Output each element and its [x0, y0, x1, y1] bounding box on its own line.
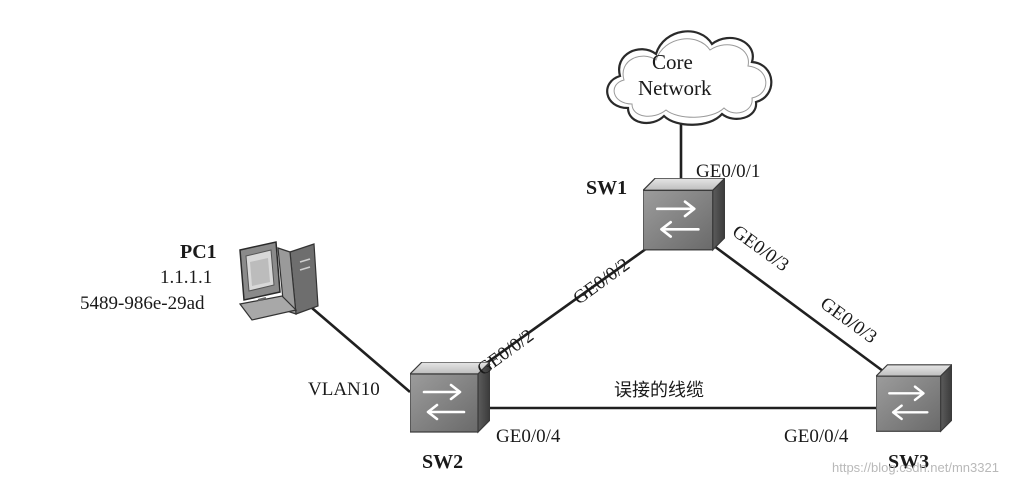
miscabled-link-label: 误接的线缆 [614, 380, 704, 401]
sw2-port-right-label: GE0/0/4 [496, 426, 561, 447]
sw2-vlan-label: VLAN10 [308, 379, 380, 400]
core-network-cloud-icon [606, 30, 773, 126]
pc1-name-label: PC1 [180, 241, 217, 263]
cloud-label-line1: Core [652, 50, 693, 74]
watermark-text: https://blog.csdn.net/mn3321 [832, 460, 999, 475]
sw1-switch-icon [643, 178, 725, 252]
pc1-computer-icon [238, 241, 319, 321]
sw2-name-label: SW2 [422, 451, 464, 473]
pc1-ip-label: 1.1.1.1 [160, 267, 213, 288]
link-sw1-sw2 [473, 244, 651, 374]
sw1-name-label: SW1 [586, 177, 628, 199]
sw3-switch-icon [876, 364, 952, 433]
link-pc1-sw2 [311, 307, 411, 393]
pc1-mac-label: 5489-986e-29ad [80, 293, 205, 314]
sw3-name-label: SW3 [888, 451, 930, 473]
cloud-label-line2: Network [638, 76, 712, 100]
link-sw1-sw3 [713, 244, 888, 376]
sw2-switch-icon [410, 362, 490, 434]
sw1-port-up-label: GE0/0/1 [696, 161, 761, 182]
sw3-port-left-label: GE0/0/4 [784, 426, 849, 447]
